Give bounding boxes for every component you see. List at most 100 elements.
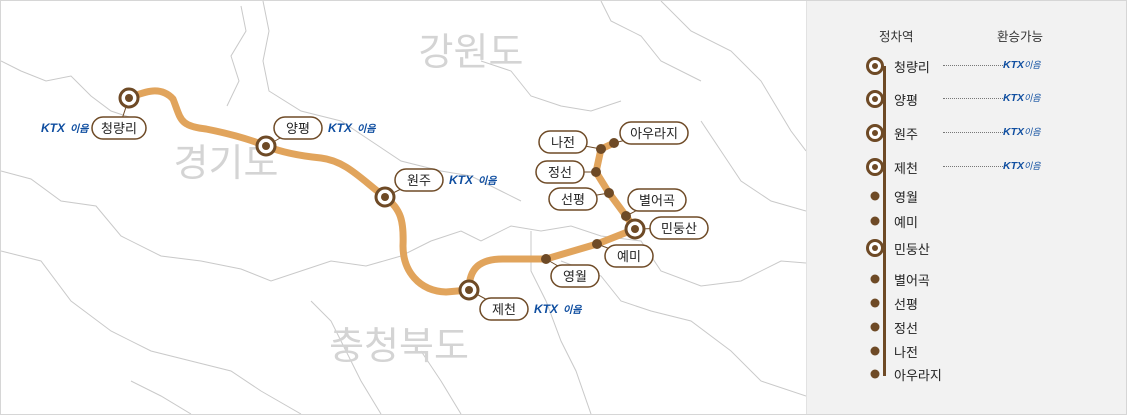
ktx-eum-icon: KTX이음 [1003,92,1041,104]
station-label-byeoreogok[interactable]: 별어곡 [627,188,687,212]
station-marker-wonju[interactable] [374,186,396,208]
station-name-yemi: 예미 [617,250,641,265]
station-name-auraji: 아우라지 [630,127,678,142]
station-label-jeongseon[interactable]: 정선 [535,160,585,184]
rail-route-line [125,87,639,296]
station-label-seonpyeong[interactable]: 선평 [548,187,598,211]
station-name-jeongseon: 정선 [548,166,572,181]
legend-station-name: 별어곡 [894,274,930,289]
svg-text:이음: 이음 [478,175,497,187]
station-name-najeon: 나전 [551,136,575,151]
station-label-yangpyeong[interactable]: 양평 [273,116,323,140]
station-label-najeon[interactable]: 나전 [538,130,588,154]
minor-station-icon [870,274,880,284]
region-label-chungbuk: 충청북도 [329,324,469,368]
station-name-wonju: 원주 [407,174,431,189]
station-label-cheongnyangni[interactable]: 청량리 [91,116,147,140]
legend-row: 아우라지 [867,364,1107,384]
svg-text:이음: 이음 [357,123,376,135]
svg-text:KTX: KTX [534,302,559,316]
station-name-byeoreogok: 별어곡 [639,194,675,209]
station-marker-najeon[interactable] [596,144,606,154]
legend-dotted-leader [943,98,1003,99]
minor-station-icon [870,369,880,379]
major-station-icon [866,239,884,257]
legend-row: 예미 [867,211,1107,231]
legend-dotted-leader [943,65,1003,66]
station-name-cheongnyangni: 청량리 [101,122,137,137]
legend-station-name: 예미 [894,216,918,231]
major-station-icon [866,124,884,142]
station-marker-yemi[interactable] [592,239,602,249]
station-label-auraji[interactable]: 아우라지 [619,121,689,145]
legend-row: 민둥산 [866,238,1107,258]
station-markers [118,87,646,301]
svg-text:KTX: KTX [328,121,353,135]
legend-station-name: 청량리 [894,61,930,76]
major-station-icon [866,158,884,176]
svg-text:이음: 이음 [563,304,582,316]
legend-row: 나전 [867,341,1107,361]
station-marker-yeongwol[interactable] [541,254,551,264]
legend-row: 원주 KTX이음 [866,123,1107,143]
station-marker-cheongnyangni[interactable] [118,87,140,109]
station-marker-byeoreogok[interactable] [621,211,631,221]
legend-dotted-leader [943,132,1003,133]
ktx-eum-icon: KTX이음 [1003,160,1041,172]
legend-header-stop: 정차역 [879,29,914,44]
legend-station-name: 제천 [894,162,918,177]
minor-station-icon [870,298,880,308]
station-name-seonpyeong: 선평 [561,193,585,208]
legend-header-transfer: 환승가능 [997,29,1044,44]
legend-row: 제천 KTX이음 [866,157,1107,177]
legend-station-name: 아우라지 [894,369,942,384]
legend-row: 영월 [867,186,1107,206]
legend-station-name: 정선 [894,322,918,337]
minor-station-icon [870,322,880,332]
station-label-jecheon[interactable]: 제천 [479,297,529,321]
legend-row: 선평 [867,293,1107,313]
legend-row: 정선 [867,317,1107,337]
legend-route-line [883,66,886,376]
station-name-yangpyeong: 양평 [286,122,310,137]
legend-row: 별어곡 [867,269,1107,289]
station-marker-seonpyeong[interactable] [604,188,614,198]
legend-station-name: 영월 [894,191,918,206]
station-label-mindungsan[interactable]: 민둥산 [649,216,709,240]
station-marker-jecheon[interactable] [458,279,480,301]
station-name-jecheon: 제천 [492,303,516,318]
station-marker-yangpyeong[interactable] [255,135,277,157]
minor-station-icon [870,346,880,356]
region-label-gangwon: 강원도 [419,30,524,74]
legend-station-name: 양평 [894,94,918,109]
legend-dotted-leader [943,166,1003,167]
station-name-yeongwol: 영월 [563,270,587,285]
legend-station-name: 나전 [894,346,918,361]
svg-text:KTX: KTX [449,173,474,187]
ktx-eum-mark-yangpyeong: KTX 이음 [328,121,376,135]
legend-station-name: 원주 [894,128,918,143]
station-marker-auraji[interactable] [609,138,619,148]
province-borders [1,1,806,414]
ktx-eum-icon: KTX이음 [1003,126,1041,138]
legend-station-name: 민둥산 [894,243,930,258]
station-label-yeongwol[interactable]: 영월 [550,264,600,288]
station-marker-jeongseon[interactable] [591,167,601,177]
legend-station-name: 선평 [894,298,918,313]
ktx-eum-mark-jecheon: KTX 이음 [534,302,582,316]
station-marker-mindungsan[interactable] [624,218,646,240]
station-name-mindungsan: 민둥산 [661,222,697,237]
station-label-yemi[interactable]: 예미 [604,244,654,268]
svg-text:이음: 이음 [70,123,89,135]
station-label-wonju[interactable]: 원주 [394,168,444,192]
ktx-eum-mark-wonju: KTX 이음 [449,173,497,187]
major-station-icon [866,57,884,75]
